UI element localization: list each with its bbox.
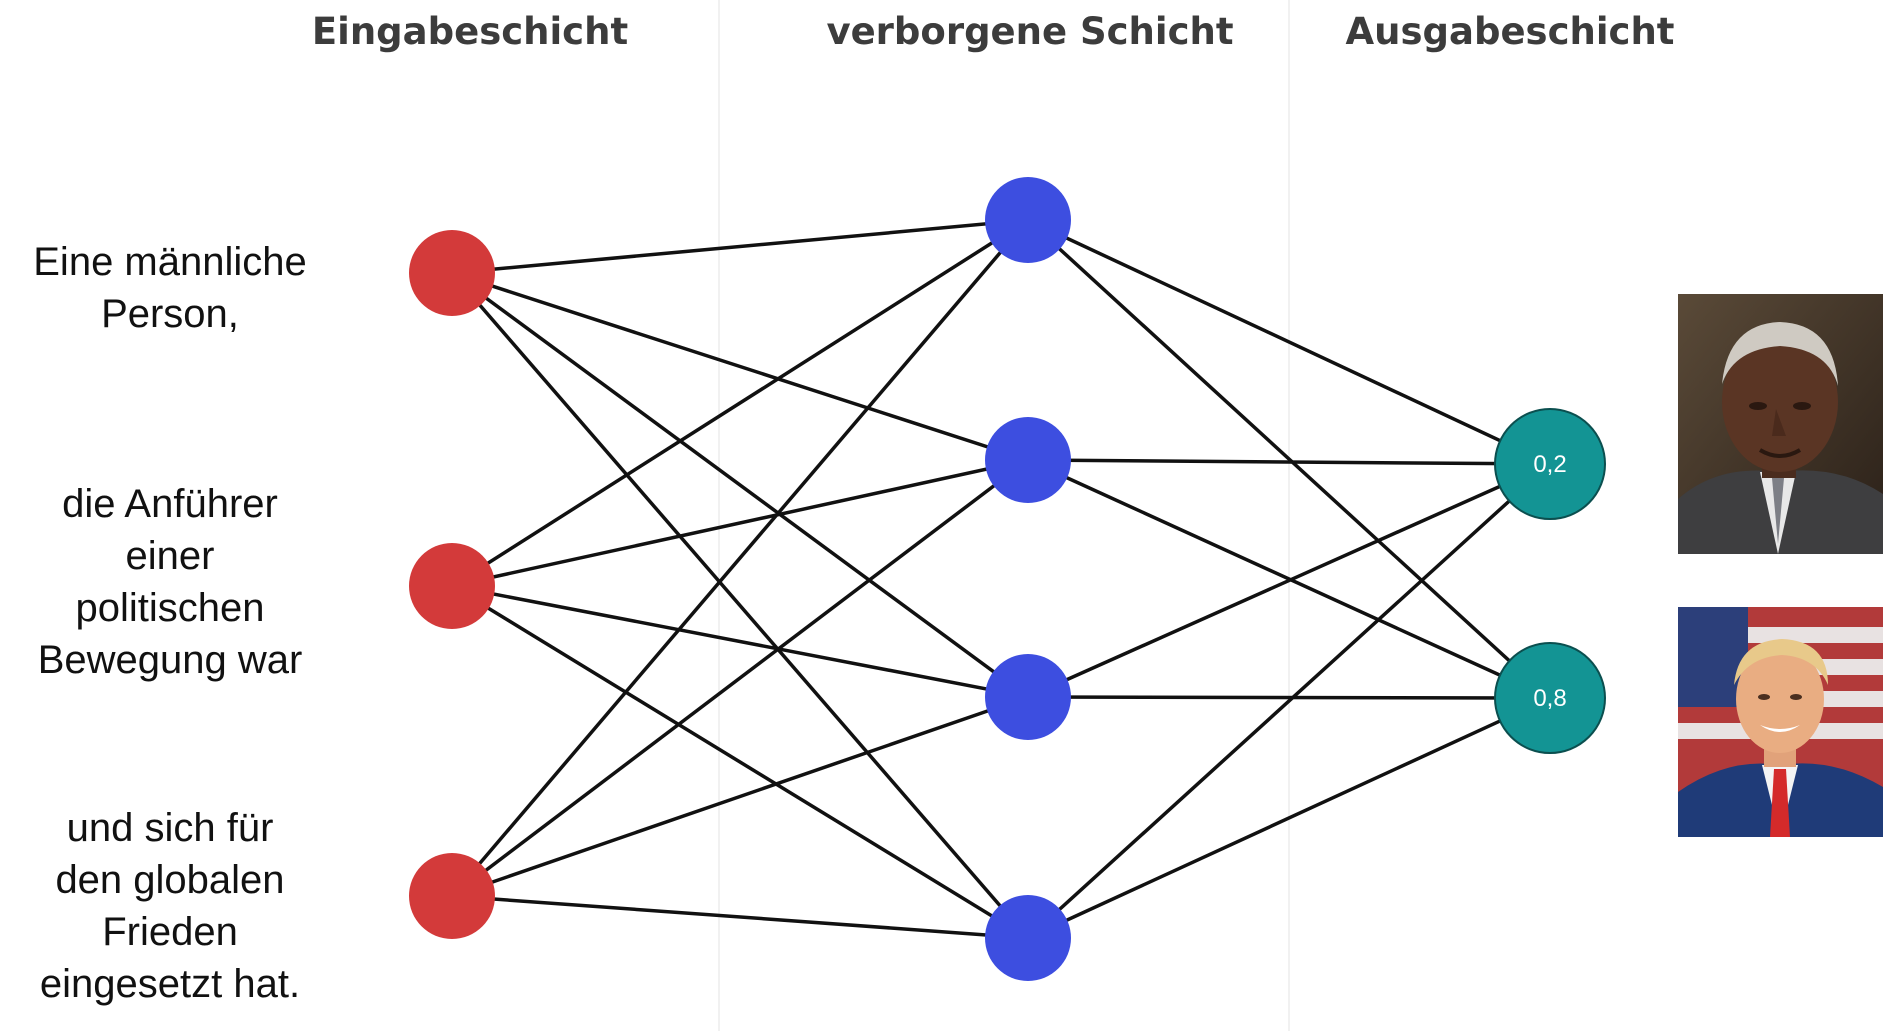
input-text-3: und sich für den globalen Frieden einges…: [39, 806, 301, 1006]
hidden-node-4: [985, 895, 1071, 981]
edge-input-1-hidden-3: [450, 271, 1030, 699]
edge-hidden-4-output-2: [1027, 696, 1551, 940]
hidden-node-3: [985, 654, 1071, 740]
portrait-2: [1678, 607, 1883, 837]
edge-hidden-1-output-1: [1027, 218, 1551, 466]
hidden-node-2: [985, 417, 1071, 503]
input-layer-title: Eingabeschicht: [311, 10, 629, 53]
output-node-2: [1494, 642, 1606, 754]
output-node-1: [1494, 408, 1606, 520]
input-text-2: die Anführer einer politischen Bewegung …: [37, 482, 303, 682]
input-node-1: [409, 230, 495, 316]
input-node-2: [409, 543, 495, 629]
nodes-group: 0,2 0,8: [409, 177, 1606, 981]
edge-input-1-hidden-1: [451, 218, 1029, 275]
input-text-1: Eine männliche Person,: [33, 240, 307, 336]
portrait-1: [1678, 294, 1883, 554]
edge-input-2-hidden-4: [451, 584, 1029, 940]
edge-input-3-hidden-4: [451, 894, 1029, 940]
edge-hidden-1-output-2: [1026, 218, 1552, 700]
edges-group: [450, 218, 1552, 940]
edge-hidden-2-output-1: [1027, 458, 1551, 466]
layer-divider-2: [1288, 0, 1290, 1031]
edge-input-2-hidden-2: [451, 458, 1029, 588]
edge-input-3-hidden-2: [450, 458, 1030, 898]
edge-input-1-hidden-2: [451, 271, 1029, 462]
output-value-2: 0,8: [1533, 685, 1566, 712]
edge-hidden-3-output-2: [1027, 695, 1551, 700]
edge-input-1-hidden-4: [450, 271, 1030, 940]
edge-input-2-hidden-3: [451, 584, 1029, 699]
output-value-1: 0,2: [1533, 451, 1566, 478]
edge-input-2-hidden-1: [451, 218, 1029, 588]
edge-hidden-4-output-1: [1026, 462, 1552, 940]
edge-hidden-3-output-1: [1027, 462, 1551, 699]
edge-input-3-hidden-1: [450, 218, 1030, 898]
layer-divider-1: [718, 0, 720, 1031]
output-layer-title: Ausgabeschicht: [1345, 10, 1675, 53]
input-node-3: [409, 853, 495, 939]
hidden-layer-title: verborgene Schicht: [826, 10, 1234, 53]
edge-input-3-hidden-3: [451, 695, 1029, 898]
hidden-node-1: [985, 177, 1071, 263]
man-blue-suit-portrait-image: [1678, 607, 1883, 837]
elderly-man-portrait-image: [1678, 294, 1883, 554]
